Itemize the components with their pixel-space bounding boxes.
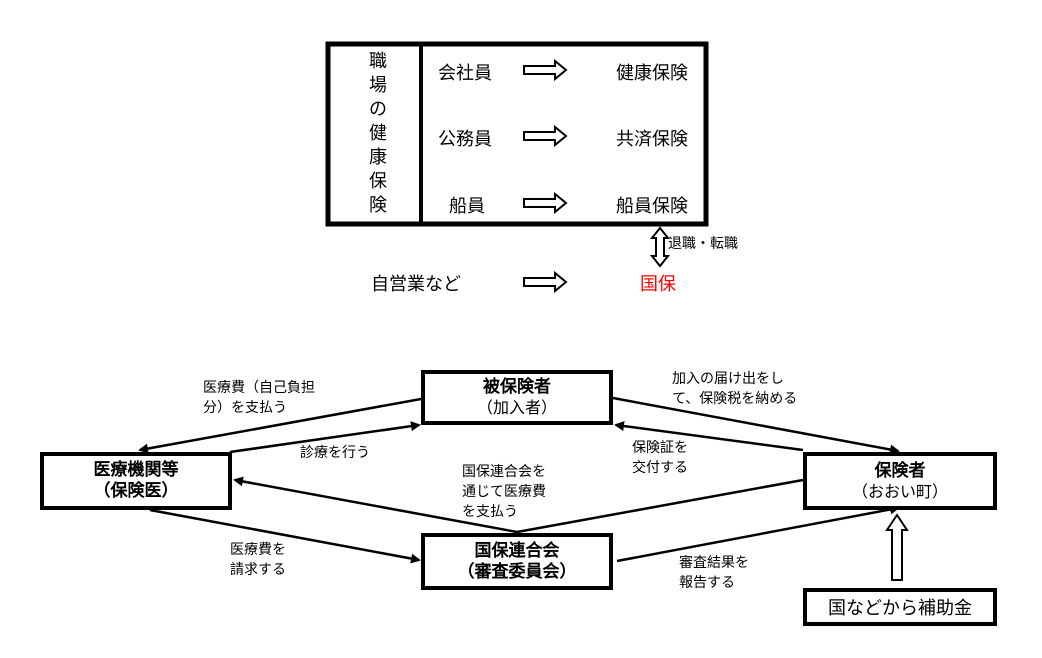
arrow-right-icon — [523, 270, 568, 294]
label-line: 医療費を — [230, 542, 286, 558]
line-insurer-to-federation — [516, 478, 804, 534]
self-employed-label: 自営業など — [371, 274, 461, 295]
insurer-title: 保険者 — [874, 460, 926, 481]
label-claim: 医療費を 請求する — [230, 540, 286, 580]
transfer-label: 退職・転職 — [668, 236, 738, 252]
arrow-medical-to-federation — [149, 508, 421, 564]
row-insurance: 船員保険 — [616, 196, 688, 217]
label-pay-via: 国保連合会を 通じて医療費 を支払う — [462, 462, 546, 522]
workplace-title: 職場の健康保険 — [369, 51, 387, 216]
label-line: 審査結果を — [679, 555, 749, 571]
label-line: て、保険税を納める — [672, 391, 798, 407]
medical-sub: （保険医） — [93, 481, 179, 501]
row-who: 会社員 — [438, 63, 492, 84]
label-enroll: 加入の届け出をし て、保険税を納める — [672, 369, 797, 409]
label-pay-self: 医療費（自己負担 分）を支払う — [203, 378, 315, 418]
national-insurance-label: 国保 — [640, 274, 676, 295]
label-line: 保険証を — [632, 440, 688, 456]
label-line: 国保連合会を — [462, 464, 546, 480]
federation-box: 国保連合会 （審査委員会） — [421, 533, 613, 590]
arrow-insured-to-medical — [138, 397, 422, 454]
subsidy-box: 国などから補助金 — [803, 588, 997, 626]
label-line: 交付する — [632, 460, 688, 476]
row-who: 船員 — [449, 196, 485, 217]
arrow-right-icon — [523, 191, 568, 215]
label-line: 加入の届け出をし — [672, 371, 784, 387]
arrow-federation-to-insurer — [616, 504, 900, 563]
arrow-up-icon — [885, 513, 909, 581]
double-arrow-icon — [649, 226, 671, 268]
label-line: 請求する — [230, 562, 286, 578]
arrow-right-icon — [523, 124, 568, 148]
arrow-insured-to-insurer — [612, 396, 900, 455]
arrow-right-icon — [523, 58, 568, 82]
medical-title: 医療機関等 — [93, 460, 179, 480]
insurer-box: 保険者 （おおい町） — [803, 452, 997, 510]
label-line: を支払う — [462, 504, 518, 520]
insured-sub: （加入者） — [476, 398, 557, 417]
federation-sub: （審査委員会） — [457, 561, 577, 582]
label-treat: 診療を行う — [300, 445, 370, 461]
insured-box: 被保険者 （加入者） — [421, 370, 613, 425]
label-card: 保険証を 交付する — [632, 438, 688, 478]
insured-title: 被保険者 — [483, 377, 551, 397]
label-line: 分）を支払う — [203, 400, 287, 416]
arrow-federation-to-medical — [233, 476, 518, 534]
row-who: 公務員 — [438, 129, 492, 150]
label-line: 通じて医療費 — [462, 484, 546, 500]
federation-title: 国保連合会 — [474, 540, 560, 561]
arrow-insurer-to-insured — [614, 421, 804, 452]
medical-box: 医療機関等 （保険医） — [40, 452, 232, 510]
workplace-box — [325, 41, 709, 227]
row-insurance: 共済保険 — [616, 129, 688, 150]
insurer-sub: （おおい町） — [851, 481, 948, 501]
arrow-medical-to-insured — [229, 421, 421, 454]
label-line: 報告する — [679, 575, 735, 591]
subsidy-label: 国などから補助金 — [828, 598, 972, 619]
row-insurance: 健康保険 — [616, 63, 688, 84]
label-report: 審査結果を 報告する — [679, 553, 749, 593]
label-line: 医療費（自己負担 — [203, 380, 315, 396]
